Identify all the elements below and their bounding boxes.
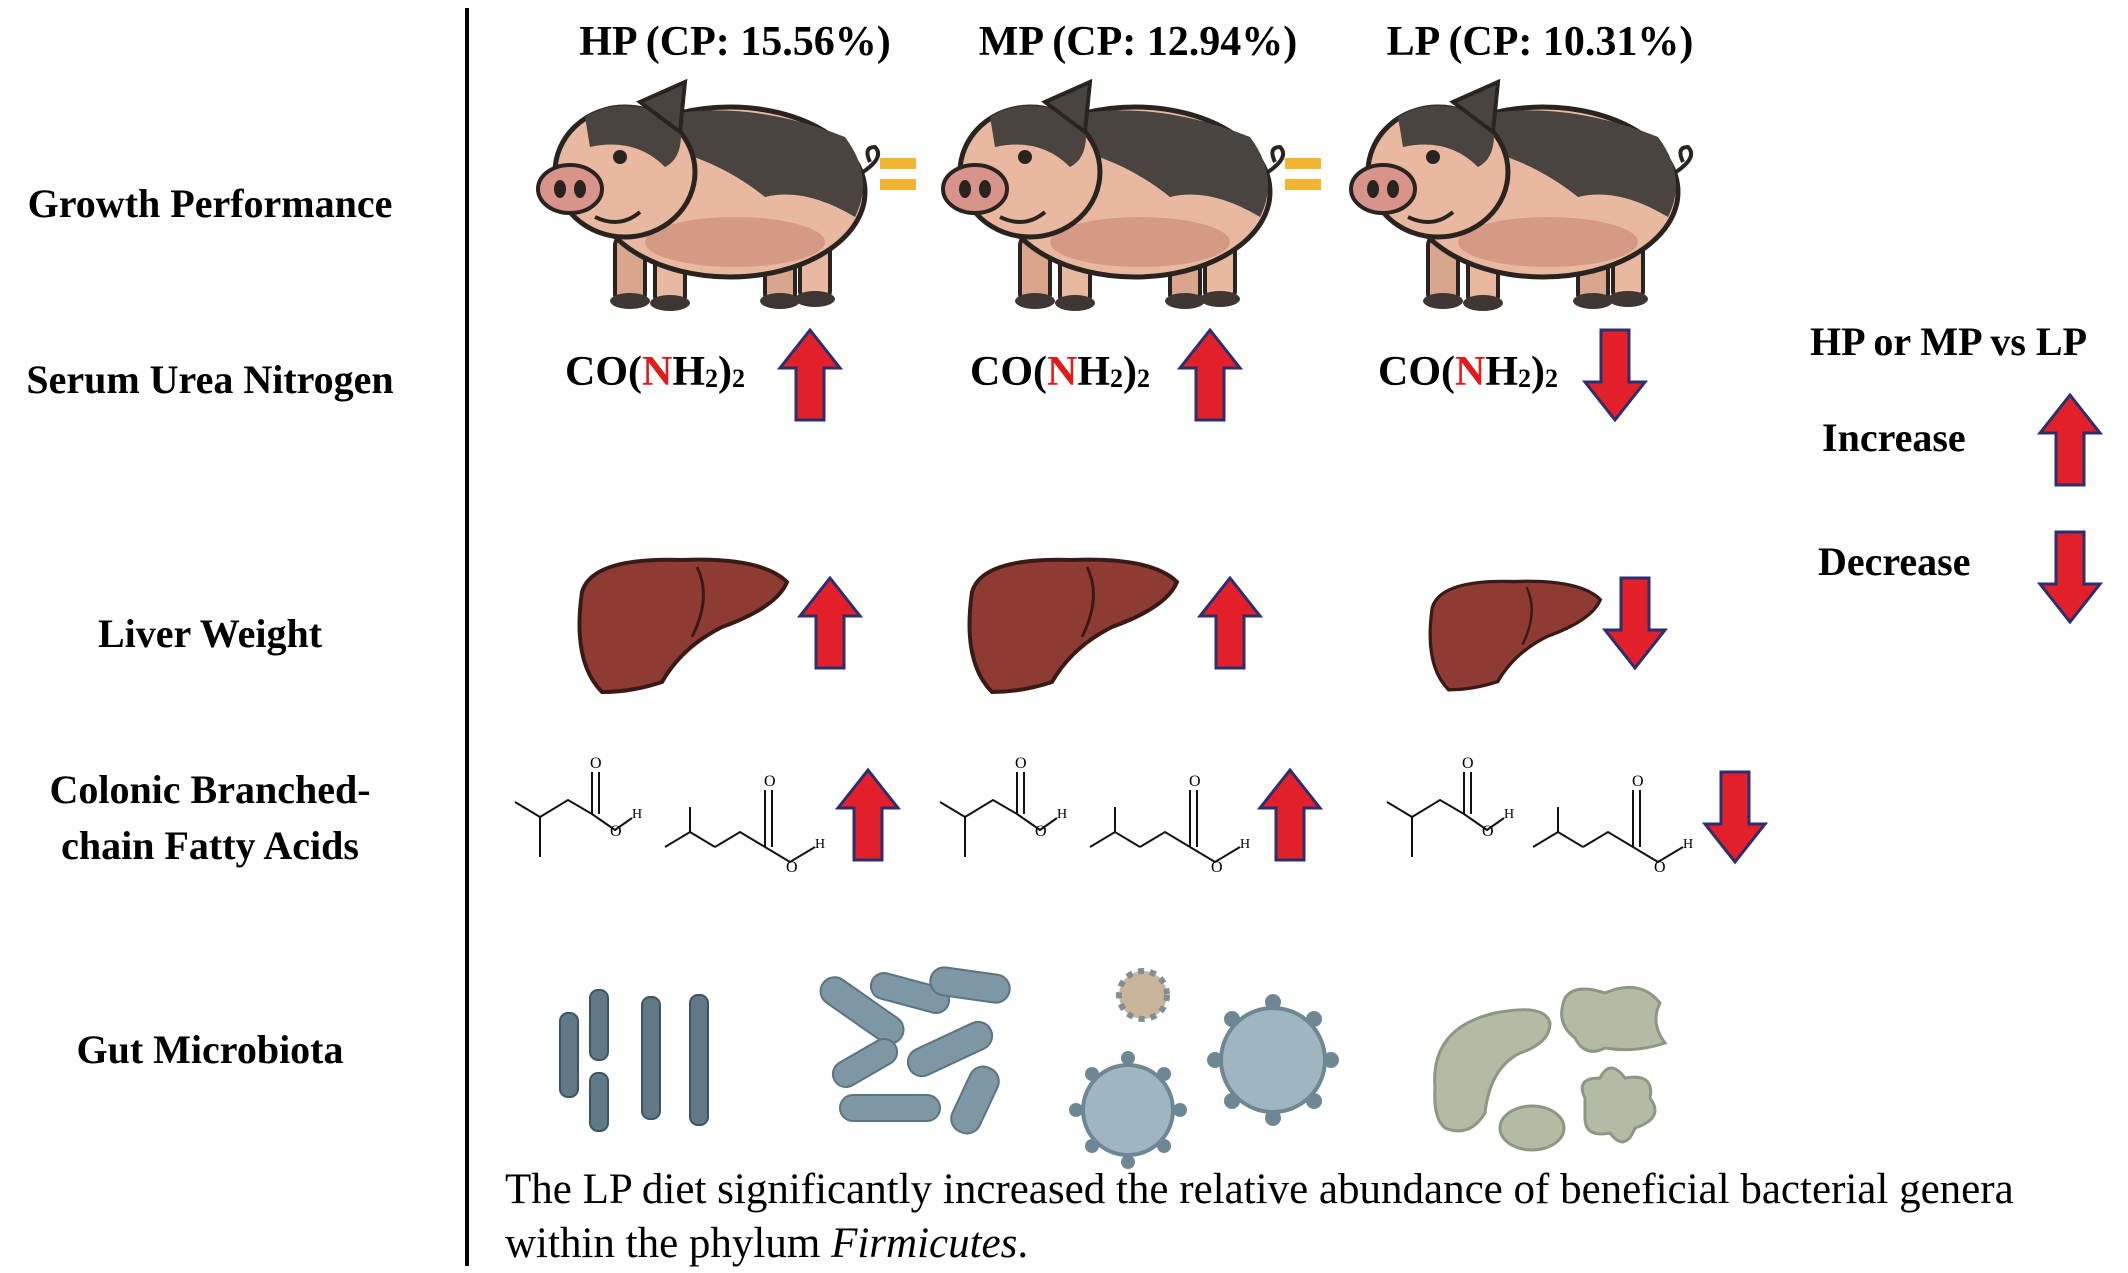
svg-text:H: H <box>632 807 642 822</box>
rod-bacteria-icon <box>559 989 709 1132</box>
bacilli-cluster-icon <box>819 966 1011 1135</box>
svg-text:O: O <box>1654 859 1666 876</box>
liver-arrow-hp <box>798 576 862 670</box>
isovaleric-acid-structure-lp: O O H <box>1532 773 1693 876</box>
urea-formula-lp: CO(NH2)2 <box>1378 349 1559 395</box>
bcfa-arrow-hp <box>836 768 900 862</box>
legend-up-arrow-icon <box>2038 393 2102 487</box>
svg-text:H: H <box>1240 837 1250 852</box>
row-label-bcfa-line1: Colonic Branched- <box>49 767 371 812</box>
urea-formula-mp: CO(NH2)2 <box>970 349 1151 395</box>
footer-text: The LP diet significantly increased the … <box>505 1166 2014 1267</box>
coccus-spiked-bacteria-icon <box>1069 968 1339 1169</box>
row-label-growth-performance: Growth Performance <box>27 181 393 226</box>
isovaleric-acid-structure-mp: O O H <box>1089 773 1250 876</box>
svg-text:O: O <box>1632 773 1644 790</box>
svg-text:O: O <box>764 773 776 790</box>
row-label-gut-microbiota: Gut Microbiota <box>76 1027 344 1072</box>
bcfa-arrow-lp <box>1703 770 1767 864</box>
footer-note: The LP diet significantly increased the … <box>505 1166 2014 1267</box>
pig-mp <box>940 72 1285 312</box>
column-divider <box>465 8 469 1266</box>
urea-arrow-hp <box>778 328 842 422</box>
svg-text:O: O <box>610 823 622 840</box>
legend-increase-label: Increase <box>1822 415 1966 460</box>
column-header-lp: LP (CP: 10.31%) <box>1386 19 1694 65</box>
liver-lp <box>1428 579 1602 692</box>
equals-icon <box>880 158 916 190</box>
urea-formula-hp: CO(NH2)2 <box>565 349 746 395</box>
legend-decrease-label: Decrease <box>1818 539 1971 584</box>
liver-arrow-lp <box>1603 576 1667 670</box>
isovaleric-acid-structure-hp: O O H <box>664 773 825 876</box>
urea-arrow-mp <box>1178 328 1242 422</box>
legend-title: HP or MP vs LP <box>1810 319 2088 364</box>
pig-hp <box>535 72 880 312</box>
column-header-hp: HP (CP: 15.56%) <box>579 19 891 65</box>
svg-text:O: O <box>1035 823 1047 840</box>
footer-italic-firmicutes: Firmicutes <box>831 1220 1018 1267</box>
svg-text:H: H <box>815 837 825 852</box>
isobutyric-acid-structure-mp: O O H <box>939 755 1067 857</box>
bcfa-arrow-mp <box>1258 768 1322 862</box>
liver-mp <box>967 557 1179 694</box>
svg-text:O: O <box>1211 859 1223 876</box>
row-label-serum-urea-nitrogen: Serum Urea Nitrogen <box>26 357 394 402</box>
row-label-bcfa-line2: chain Fatty Acids <box>61 823 359 868</box>
svg-text:O: O <box>590 755 602 772</box>
svg-text:O: O <box>1015 755 1027 772</box>
svg-text:O: O <box>1462 755 1474 772</box>
legend-down-arrow-icon <box>2038 530 2102 624</box>
urea-arrow-lp <box>1583 328 1647 422</box>
svg-text:H: H <box>1057 807 1067 822</box>
svg-text:O: O <box>786 859 798 876</box>
column-header-mp: MP (CP: 12.94%) <box>978 19 1298 65</box>
svg-text:H: H <box>1504 807 1514 822</box>
row-label-liver-weight: Liver Weight <box>97 611 323 656</box>
svg-text:O: O <box>1482 823 1494 840</box>
isobutyric-acid-structure-hp: O O H <box>514 755 642 857</box>
liver-arrow-mp <box>1198 576 1262 670</box>
svg-text:H: H <box>1683 837 1693 852</box>
svg-text:O: O <box>1189 773 1201 790</box>
pig-lp <box>1348 72 1693 312</box>
equals-icon <box>1285 158 1321 190</box>
liver-hp <box>577 557 789 694</box>
firmicutes-bacteria-icon <box>1433 985 1668 1152</box>
isobutyric-acid-structure-lp: O O H <box>1386 755 1514 857</box>
